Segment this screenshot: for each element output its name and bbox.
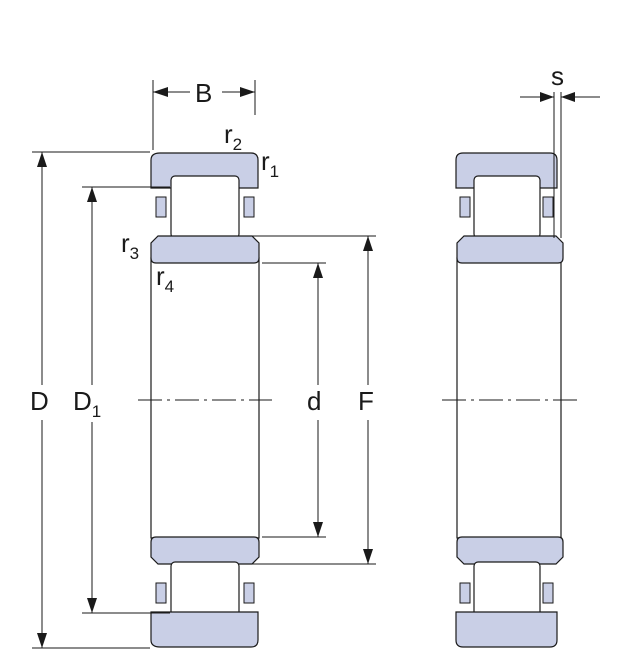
left-roller-top bbox=[170, 175, 240, 239]
label-D1-sub: 1 bbox=[92, 402, 101, 421]
right-inner-ring-bottom bbox=[456, 536, 564, 565]
label-r1-main: r bbox=[261, 146, 270, 176]
right-inner-ring-top bbox=[456, 235, 564, 264]
dimension-D bbox=[32, 151, 150, 649]
right-cage-top-right bbox=[542, 196, 554, 218]
label-r1-sub: 1 bbox=[270, 162, 279, 181]
dimension-B bbox=[152, 80, 256, 150]
label-D1: D1 bbox=[73, 386, 101, 421]
label-D1-main: D bbox=[73, 386, 92, 416]
dimension-D1 bbox=[82, 186, 170, 614]
label-F: F bbox=[358, 386, 374, 416]
left-cage-bottom-right bbox=[243, 582, 255, 604]
left-cage-top-left bbox=[155, 196, 167, 218]
label-B: B bbox=[195, 78, 212, 108]
label-s: s bbox=[551, 61, 564, 91]
left-inner-ring-bottom bbox=[150, 536, 260, 565]
label-r2-main: r bbox=[224, 119, 233, 149]
label-r3-sub: 3 bbox=[130, 244, 139, 263]
label-r1: r1 bbox=[261, 146, 279, 181]
dimension-F bbox=[244, 235, 376, 565]
label-r2: r2 bbox=[224, 119, 242, 154]
label-r4-sub: 4 bbox=[165, 277, 174, 296]
label-D: D bbox=[30, 386, 49, 416]
right-cage-top-left bbox=[459, 196, 471, 218]
right-bearing-section bbox=[442, 152, 578, 648]
left-cage-bottom-left bbox=[155, 582, 167, 604]
left-inner-ring-top bbox=[150, 235, 260, 264]
left-outer-ring-bottom bbox=[150, 611, 259, 648]
dimension-d bbox=[262, 262, 326, 538]
left-bore-body bbox=[150, 257, 260, 539]
left-cage-top-right bbox=[243, 196, 255, 218]
right-bore-body bbox=[456, 257, 562, 539]
label-r4: r4 bbox=[156, 261, 174, 296]
right-roller-top bbox=[473, 175, 541, 239]
dimension-s bbox=[520, 92, 600, 238]
left-bearing-section bbox=[138, 152, 272, 648]
right-outer-ring-bottom bbox=[455, 611, 558, 648]
label-r3-main: r bbox=[121, 228, 130, 258]
right-cage-bottom-right bbox=[542, 582, 554, 604]
label-r3: r3 bbox=[121, 228, 139, 263]
label-r4-main: r bbox=[156, 261, 165, 291]
label-r2-sub: 2 bbox=[233, 135, 242, 154]
label-d: d bbox=[307, 386, 321, 416]
right-cage-bottom-left bbox=[459, 582, 471, 604]
